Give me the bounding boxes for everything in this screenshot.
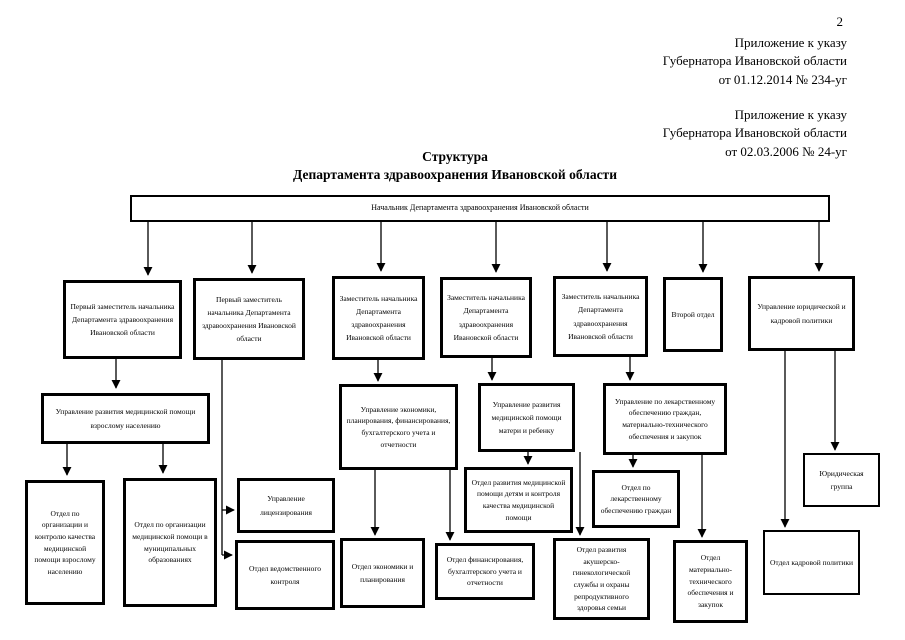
annex-2-line-3: от 02.03.2006 № 24-уг (725, 143, 847, 159)
economics-directorate-box: Управление экономики, планирования, фина… (339, 384, 458, 470)
children-care-dept-box: Отдел развития медицинской помощи детям … (464, 467, 573, 533)
departmental-control-dept-box: Отдел ведомственного контроля (235, 540, 335, 610)
drug-supply-dept-label: Отдел по лекарственному обеспечению граж… (600, 482, 672, 515)
drug-supply-dept-box: Отдел по лекарственному обеспечению граж… (592, 470, 680, 528)
legal-group-label: Юридическая группа (819, 468, 864, 491)
deputy-1-label: Заместитель начальника Департамента здра… (339, 293, 418, 343)
adult-care-directorate-box: Управление развития медицинской помощи в… (41, 393, 210, 444)
title-line-1: Структура (422, 149, 488, 164)
children-care-dept-label: Отдел развития медицинской помощи детям … (471, 477, 566, 522)
deputy-3-label: Заместитель начальника Департамента здра… (561, 292, 640, 341)
second-department-box: Второй отдел (663, 277, 723, 352)
first-deputy-2-label: Первый заместитель начальника Департамен… (202, 294, 296, 344)
annex-reference-1: Приложение к указу Губернатора Ивановско… (663, 34, 847, 89)
annex-1-line-1: Приложение к указу (734, 35, 847, 50)
second-department-label: Второй отдел (671, 309, 715, 319)
economics-planning-dept-label: Отдел экономики и планирования (351, 561, 414, 584)
annex-1-line-2: Губернатора Ивановской области (662, 53, 847, 69)
adult-care-directorate-label: Управление развития медицинской помощи в… (55, 407, 196, 430)
hr-policy-dept-label: Отдел кадровой политики (769, 557, 854, 567)
adult-care-quality-dept-box: Отдел по организации и контролю качества… (25, 480, 105, 605)
departmental-control-dept-label: Отдел ведомственного контроля (248, 563, 322, 586)
logistics-dept-label: Отдел материально-технического обеспечен… (687, 553, 734, 609)
first-deputy-2-box: Первый заместитель начальника Департамен… (193, 278, 305, 360)
licensing-directorate-label: Управление лицензирования (260, 494, 312, 517)
page-title: Структура Департамента здравоохранения И… (105, 148, 805, 183)
municipal-care-dept-label: Отдел по организации медицинской помощи … (132, 520, 208, 565)
finance-accounting-dept-box: Отдел финансирования, бухгалтерского уче… (435, 543, 535, 600)
deputy-1-box: Заместитель начальника Департамента здра… (332, 276, 425, 360)
logistics-dept-box: Отдел материально-технического обеспечен… (673, 540, 748, 623)
annex-2-line-2: Губернатора Ивановской области (662, 125, 847, 141)
annex-reference-2: Приложение к указу Губернатора Ивановско… (663, 106, 847, 161)
legal-hr-directorate-box: Управление юридической и кадровой полити… (748, 276, 855, 351)
licensing-directorate-box: Управление лицензирования (237, 478, 335, 533)
finance-accounting-dept-label: Отдел финансирования, бухгалтерского уче… (446, 555, 524, 588)
first-deputy-1-box: Первый заместитель начальника Департамен… (63, 280, 182, 359)
mother-child-directorate-box: Управление развития медицинской помощи м… (478, 383, 575, 452)
root-box-label: Начальник Департамента здравоохранения И… (371, 203, 589, 213)
first-deputy-1-label: Первый заместитель начальника Департамен… (70, 301, 175, 338)
title-line-2: Департамента здравоохранения Ивановской … (293, 166, 617, 182)
hr-policy-dept-box: Отдел кадровой политики (763, 530, 860, 595)
annex-1-line-3: от 01.12.2014 № 234-уг (718, 71, 847, 87)
legal-hr-directorate-label: Управление юридической и кадровой полити… (757, 302, 846, 325)
mother-child-directorate-label: Управление развития медицинской помощи м… (491, 399, 562, 436)
annex-2-line-1: Приложение к указу (734, 107, 847, 122)
municipal-care-dept-box: Отдел по организации медицинской помощи … (123, 478, 217, 607)
economics-planning-dept-box: Отдел экономики и планирования (340, 538, 425, 608)
obstetrics-dept-box: Отдел развития акушерско-гинекологическо… (553, 538, 650, 620)
economics-directorate-label: Управление экономики, планирования, фина… (346, 404, 451, 449)
adult-care-quality-dept-label: Отдел по организации и контролю качества… (34, 508, 96, 576)
page-number: 2 (836, 14, 844, 29)
drug-supply-directorate-box: Управление по лекарственному обеспечению… (603, 383, 727, 455)
deputy-3-box: Заместитель начальника Департамента здра… (553, 276, 648, 357)
obstetrics-dept-label: Отдел развития акушерско-гинекологическо… (572, 545, 631, 613)
deputy-2-box: Заместитель начальника Департамента здра… (440, 277, 532, 358)
deputy-2-label: Заместитель начальника Департамента здра… (447, 293, 525, 342)
legal-group-box: Юридическая группа (803, 453, 880, 507)
drug-supply-directorate-label: Управление по лекарственному обеспечению… (614, 396, 716, 441)
root-box: Начальник Департамента здравоохранения И… (130, 195, 830, 222)
